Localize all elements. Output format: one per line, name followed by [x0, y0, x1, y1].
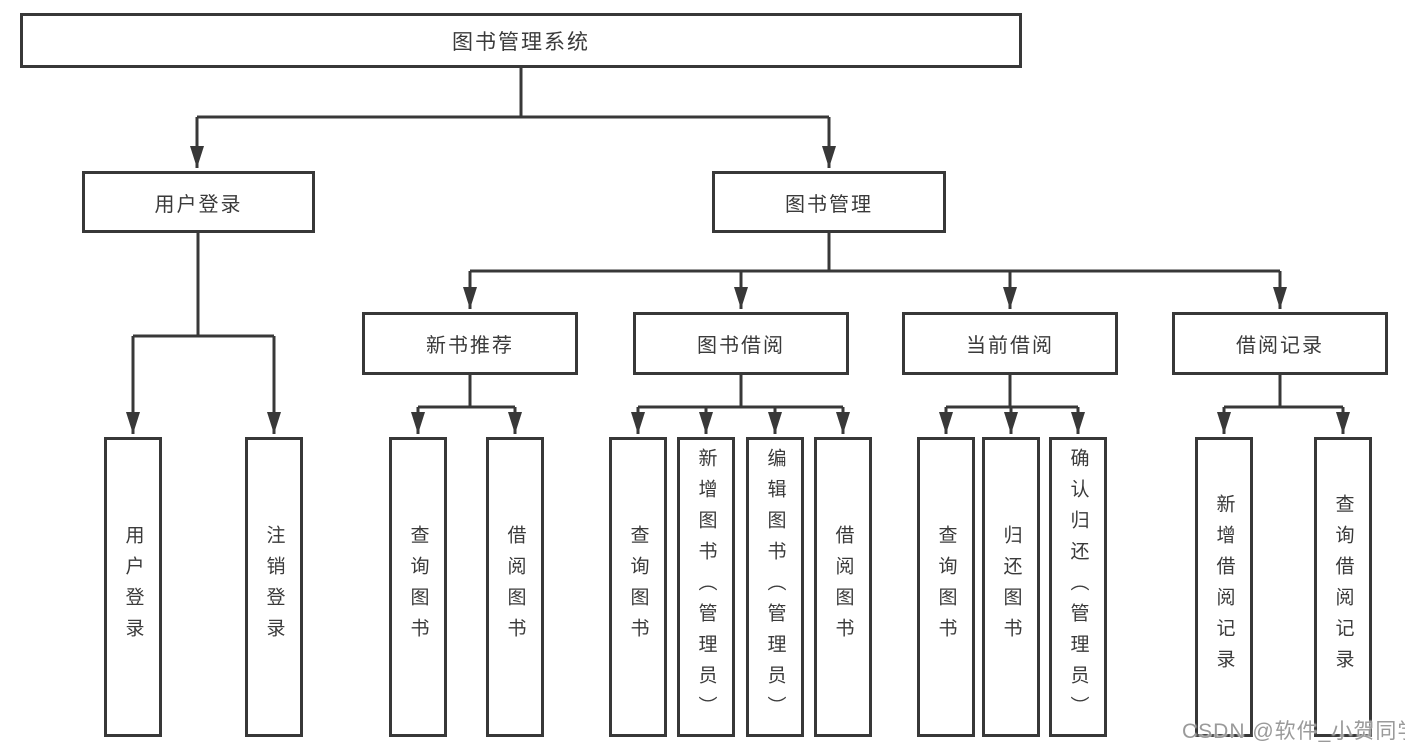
chart-node-book-management: 图书管理	[712, 171, 946, 233]
leaf-borrow-books-recommend: 借阅图书	[486, 437, 544, 737]
leaf-logout: 注销登录	[245, 437, 303, 737]
leaf-query-books-borrowing: 查询图书	[609, 437, 667, 737]
chart-node-current-borrowing: 当前借阅	[902, 312, 1118, 375]
chart-node-borrow-records: 借阅记录	[1172, 312, 1388, 375]
leaf-add-books-admin: 新增图书（管理员）	[677, 437, 735, 737]
leaf-return-books: 归还图书	[982, 437, 1040, 737]
leaf-user-login: 用户登录	[104, 437, 162, 737]
chart-node-root: 图书管理系统	[20, 13, 1022, 68]
chart-node-user-login: 用户登录	[82, 171, 315, 233]
csdn-watermark: CSDN @软件_小贺同学	[1182, 720, 1405, 743]
leaf-query-books-current: 查询图书	[917, 437, 975, 737]
chart-node-book-borrowing: 图书借阅	[633, 312, 849, 375]
leaf-query-books-recommend: 查询图书	[389, 437, 447, 737]
leaf-borrow-books-borrowing: 借阅图书	[814, 437, 872, 737]
leaf-query-borrow-record: 查询借阅记录	[1314, 437, 1372, 737]
leaf-edit-books-admin: 编辑图书（管理员）	[746, 437, 804, 737]
chart-node-new-book-recommend: 新书推荐	[362, 312, 578, 375]
leaf-confirm-return-admin: 确认归还（管理员）	[1049, 437, 1107, 737]
leaf-add-borrow-record: 新增借阅记录	[1195, 437, 1253, 737]
